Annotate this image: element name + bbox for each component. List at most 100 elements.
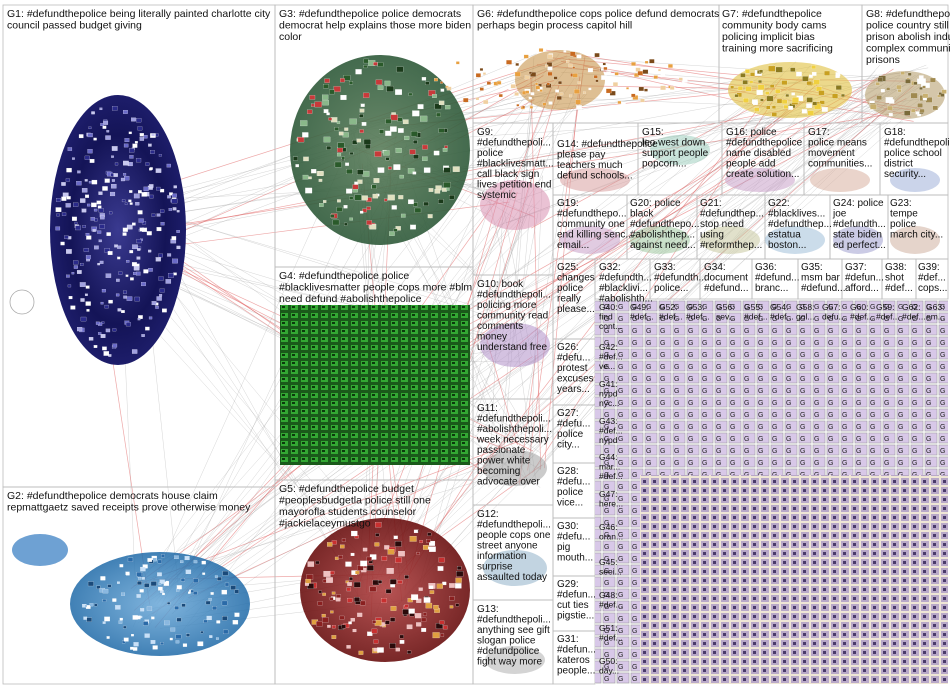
group-label-line: end killing senc... xyxy=(557,230,634,241)
group-label-line: #abolishth... xyxy=(599,294,653,305)
group-label-line: G17: xyxy=(808,127,830,138)
group-label-line: movement xyxy=(808,148,855,159)
group-label-line: G6: #defundthepolice cops police defund … xyxy=(477,8,719,20)
group-label-line: G1: #defundthepolice being literally pai… xyxy=(7,8,271,20)
group-label-line: #defundthep... xyxy=(700,209,764,220)
small-group-label: G54:#def... xyxy=(770,302,794,322)
group-label-line: district xyxy=(884,159,913,170)
group-label-line: #defund... xyxy=(755,273,799,284)
group-label-line: anything see gift xyxy=(477,625,550,636)
group-label-line: estatua xyxy=(768,230,801,241)
group-label-line: changes xyxy=(557,273,595,284)
group-label-line: afford... xyxy=(845,283,879,294)
group-label-line: color xyxy=(279,31,302,43)
group-label-line: city... xyxy=(557,440,580,451)
group-label-line: G12: xyxy=(477,509,499,520)
group-label-line: #defundthepoli... xyxy=(477,138,551,149)
group-label-line: police xyxy=(890,219,917,230)
group-label-line: against need... xyxy=(630,240,696,251)
cluster-g4 xyxy=(280,305,470,465)
group-label-line: systemic xyxy=(477,190,516,201)
group-label-line: G21: xyxy=(700,198,722,209)
group-label-line: G34: xyxy=(704,262,726,273)
group-label-line: G13: xyxy=(477,604,499,615)
group-label-line: #defun... xyxy=(845,273,884,284)
group-label-line: G27: xyxy=(557,408,579,419)
group-label-line: people cops one xyxy=(477,530,551,541)
group-label-line: #blacklives... xyxy=(768,209,825,220)
group-label-line: #peoplesbudgetla police still one xyxy=(279,495,431,507)
small-group-label: G57:defu... xyxy=(822,302,846,322)
group-label-g36: G36:#defund...branc... xyxy=(755,262,799,294)
group-label-line: #abolishthepoli... xyxy=(477,424,552,435)
cluster-g3 xyxy=(290,55,470,245)
group-label-line: email... xyxy=(557,240,589,251)
small-group-label: G49:#def... xyxy=(630,302,654,322)
group-label-line: surprise xyxy=(477,562,513,573)
group-label-line: G38: xyxy=(885,262,907,273)
group-label-line: G11: xyxy=(477,403,498,414)
small-group-label: G60:#def... xyxy=(850,302,874,322)
group-label-line: communities... xyxy=(808,159,872,170)
group-label-line: perhaps begin process capitol hill xyxy=(477,20,632,32)
group-label-line: G24: police xyxy=(833,198,884,209)
group-label-line: teachers much xyxy=(557,160,623,171)
group-label-line: G9: xyxy=(477,127,493,138)
group-label-line: G28: xyxy=(557,466,579,477)
group-label-line: #blacklivesmatter people cops more #blm xyxy=(279,282,472,294)
group-label-line: #defundthepoli... xyxy=(477,290,551,301)
group-label-line: #defundthepoli... xyxy=(477,520,551,531)
small-group-label: G59:#def... xyxy=(876,302,900,322)
group-label-line: police xyxy=(557,429,584,440)
group-label-line: please... xyxy=(557,304,595,315)
group-label-line: street anyone xyxy=(477,541,538,552)
group-label-line: #defundthepoli... xyxy=(884,138,950,149)
group-label-line: please pay xyxy=(557,150,605,161)
group-label-g34: G34:document#defund... xyxy=(704,262,748,294)
group-label-line: G33: xyxy=(654,262,676,273)
group-label-line: #defu... xyxy=(557,419,590,430)
group-label-line: police... xyxy=(654,283,688,294)
group-label-g6: G6: #defundthepolice cops police defund … xyxy=(477,8,719,32)
group-label-line: pigstie... xyxy=(557,611,594,622)
group-label-line: march city... xyxy=(890,230,943,241)
group-label-line: #defundthep... xyxy=(768,219,832,230)
group-label-line: mouth... xyxy=(557,553,593,564)
group-label-line: G4: #defundthepolice police xyxy=(279,270,409,282)
group-label-line: community body cams xyxy=(722,20,826,32)
group-label-line: G16: police xyxy=(726,127,777,138)
group-label-line: G2: #defundthepolice democrats house cla… xyxy=(7,490,218,502)
cluster-g7 xyxy=(728,62,852,118)
group-label-line: pig xyxy=(557,542,570,553)
group-label-line: #defundth... xyxy=(833,219,886,230)
group-label-line: G8: #defundthepolice xyxy=(866,8,950,20)
group-label-g9: G9:#defundthepoli...police#blacklivesmat… xyxy=(477,127,554,201)
small-group-label: G42:#def...ve... xyxy=(599,342,623,371)
group-labels: G1: #defundthepolice being literally pai… xyxy=(7,8,950,677)
group-label-line: police means xyxy=(808,138,867,149)
small-group-label: G43:#def...nypd xyxy=(599,416,623,445)
small-group-label: G52:#def... xyxy=(659,302,683,322)
group-label-line: G14: #defundthepolice xyxy=(557,139,658,150)
group-label-line: years... xyxy=(557,384,590,395)
small-group-label: G55:#def... xyxy=(744,302,768,322)
group-label-line: people... xyxy=(557,666,595,677)
group-label-line: G26: xyxy=(557,342,579,353)
group-label-line: stop need xyxy=(700,219,744,230)
group-label-g35: G35:msm bar#defund... xyxy=(801,262,845,294)
group-label-line: #defundth... xyxy=(599,273,652,284)
group-label-line: G35: xyxy=(801,262,823,273)
group-label-line: #defundpolice xyxy=(477,646,540,657)
group-label-line: G23: xyxy=(890,198,912,209)
group-label-line: prisons xyxy=(866,54,900,66)
group-label-line: msm bar xyxy=(801,273,841,284)
group-label-line: document xyxy=(704,273,748,284)
group-label-line: G15: xyxy=(642,127,664,138)
